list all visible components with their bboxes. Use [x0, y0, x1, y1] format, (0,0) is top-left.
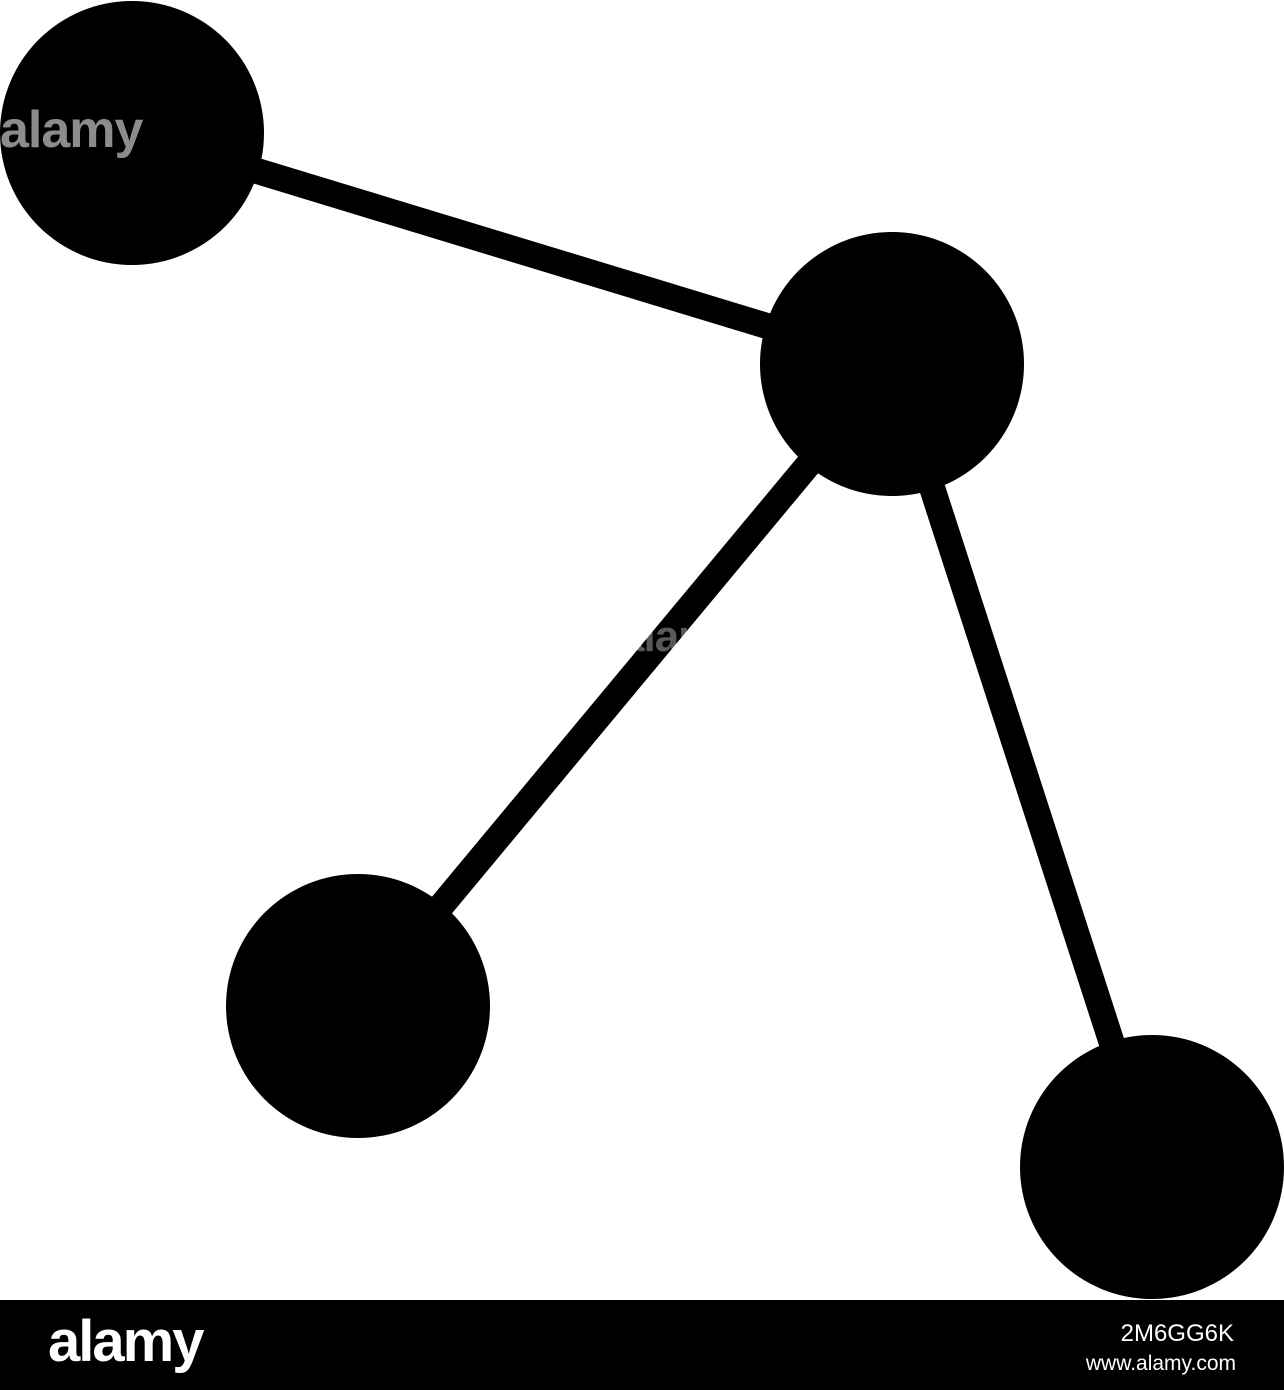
footer-bar: alamy 2M6GG6K www.alamy.com: [0, 1300, 1284, 1390]
node-top-left: [0, 1, 264, 265]
edge-center-to-bottom-right: [879, 359, 1165, 1172]
network-nodes-icon: [0, 1, 1284, 1299]
footer-site: www.alamy.com: [1085, 1352, 1236, 1375]
node-center: [760, 232, 1024, 496]
footer-logo: alamy: [48, 1309, 204, 1374]
node-bottom-right: [1020, 1035, 1284, 1299]
edge-center-to-bottom-left: [348, 355, 902, 1015]
edge-top-left-to-center: [128, 120, 896, 377]
node-bottom-left: [226, 874, 490, 1138]
footer-image-id: 2M6GG6K: [1120, 1320, 1234, 1347]
network-diagram: alamy alamy: [0, 0, 1284, 1300]
